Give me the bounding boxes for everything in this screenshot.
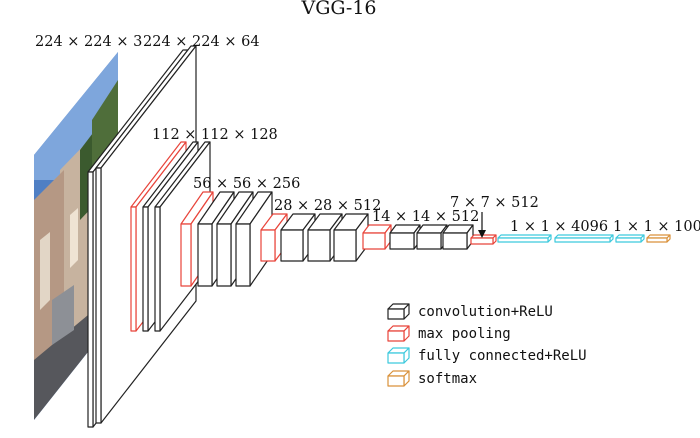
softmax-layer [646, 234, 671, 243]
label-conv3: 56 × 56 × 256 [193, 176, 300, 192]
legend-label-pool: max pooling [418, 326, 511, 342]
legend-label-softmax: softmax [418, 371, 477, 387]
label-conv5: 14 × 14 × 512 [372, 209, 479, 225]
pool5-arrow [478, 212, 486, 238]
legend-item-conv: convolution+ReLU [387, 303, 553, 320]
fc6 [497, 234, 552, 243]
legend: convolution+ReLU max pooling fully conne… [387, 303, 587, 387]
diagram-title: VGG-16 [300, 0, 376, 19]
legend-label-fc: fully connected+ReLU [418, 348, 587, 364]
label-softmax: 1 × 1 × 1000 [613, 219, 700, 235]
network-layers [87, 45, 671, 428]
label-fc: 1 × 1 × 4096 [510, 219, 608, 235]
label-conv2: 112 × 112 × 128 [152, 127, 278, 143]
pool5 [470, 234, 497, 245]
label-conv4: 28 × 28 × 512 [274, 198, 381, 214]
legend-label-conv: convolution+ReLU [418, 304, 553, 320]
legend-item-softmax: softmax [387, 370, 477, 387]
legend-swatch-box-softmax [387, 370, 410, 387]
label-input: 224 × 224 × 3 [35, 34, 142, 50]
legend-swatch-softmax [387, 370, 410, 387]
legend-item-pool: max pooling [387, 325, 511, 342]
legend-swatch-pool [387, 325, 410, 342]
legend-swatch-box-fc [387, 347, 410, 364]
legend-swatch-box-conv [387, 303, 410, 320]
legend-swatch-fc [387, 347, 410, 364]
dimension-labels: 224 × 224 × 3 224 × 224 × 64 112 × 112 ×… [35, 34, 700, 235]
legend-item-fc: fully connected+ReLU [387, 347, 587, 364]
fc7 [554, 234, 614, 243]
conv5-3 [442, 224, 474, 250]
fc8 [615, 234, 645, 243]
label-pool5: 7 × 7 × 512 [450, 195, 539, 211]
label-conv1: 224 × 224 × 64 [143, 34, 260, 50]
conv5-1 [389, 224, 421, 250]
legend-swatch-box-pool [387, 325, 410, 342]
pool4 [362, 224, 392, 250]
legend-swatch-conv [387, 303, 410, 320]
